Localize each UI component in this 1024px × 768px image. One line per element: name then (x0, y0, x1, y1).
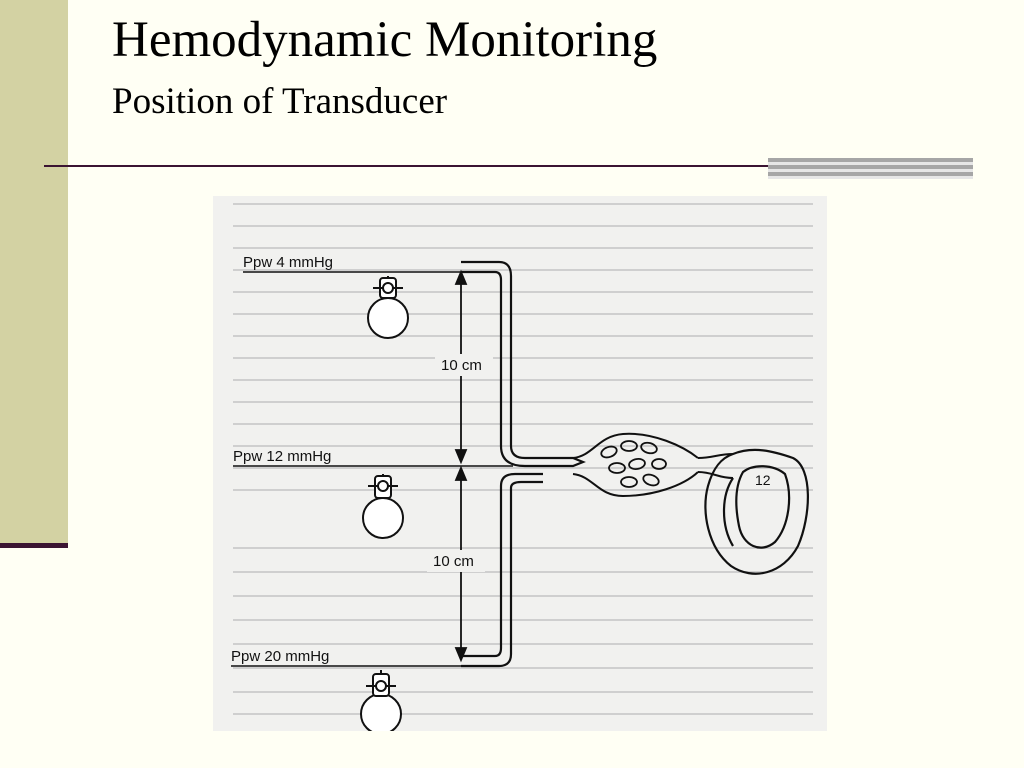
divider-accent-block (768, 158, 973, 179)
transducer-top (367, 276, 409, 339)
distance-upper-label: 10 cm (441, 357, 482, 374)
distance-lower-label: 10 cm (433, 553, 474, 570)
dist-upper-bg (435, 354, 493, 376)
transducer-mid (362, 474, 404, 539)
left-accent-band-cap (0, 543, 68, 548)
dist-lower-bg (427, 550, 485, 572)
left-accent-band (0, 0, 68, 548)
catheter-tubing (461, 260, 586, 668)
title-divider (44, 165, 772, 167)
transducer-bottom (360, 670, 402, 731)
ppw-bottom-label: Ppw 20 mmHg (231, 648, 329, 665)
capillary-cluster (600, 440, 667, 488)
pulmonary-vessel (572, 432, 734, 498)
heart-value-label: 12 (755, 472, 771, 488)
heart-illustration (704, 448, 809, 575)
slide-title: Hemodynamic Monitoring (112, 12, 658, 68)
slide-subtitle: Position of Transducer (112, 81, 448, 122)
transducer-diagram: Ppw 4 mmHg Ppw 12 mmHg Ppw 20 mmHg (231, 203, 813, 731)
transducer-position-figure: Ppw 4 mmHg Ppw 12 mmHg Ppw 20 mmHg (213, 196, 827, 731)
ppw-top-label: Ppw 4 mmHg (243, 254, 333, 271)
ppw-mid-label: Ppw 12 mmHg (233, 448, 331, 465)
